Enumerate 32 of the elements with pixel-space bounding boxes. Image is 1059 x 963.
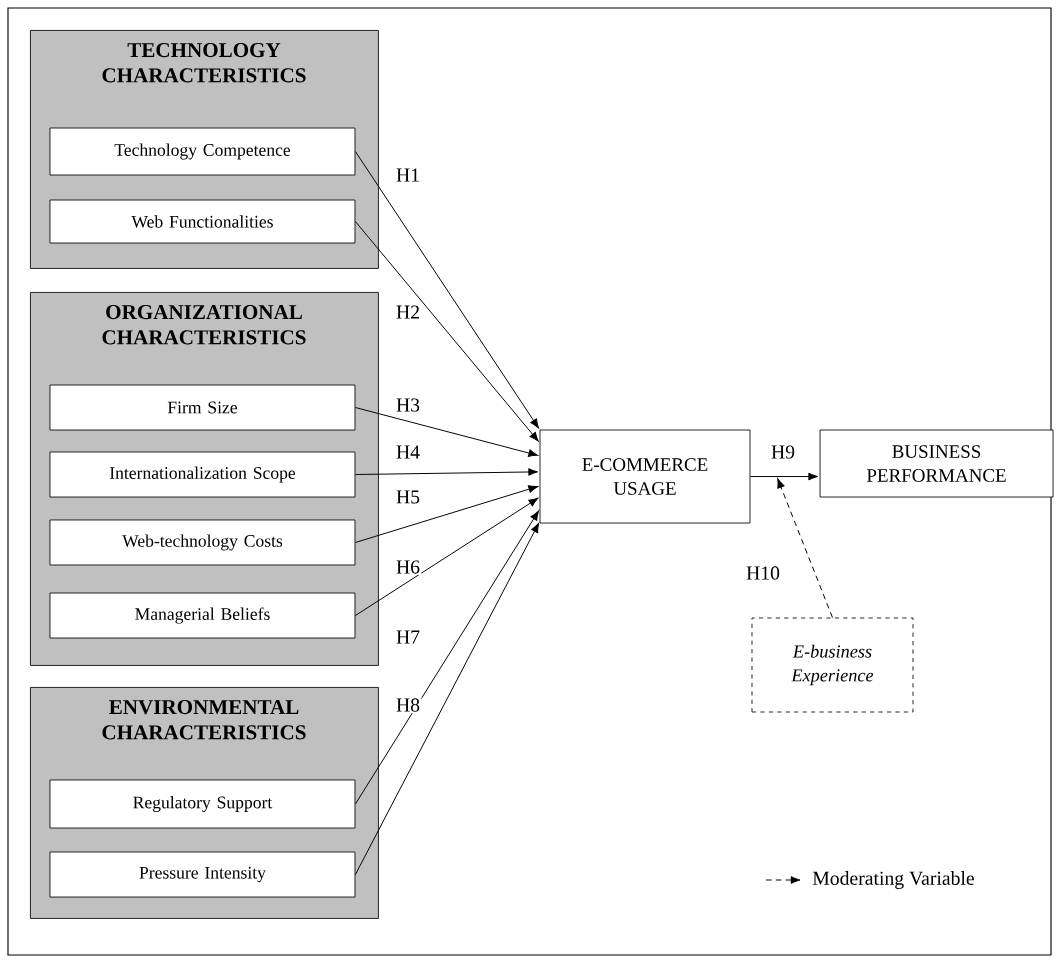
arrow <box>354 407 539 457</box>
edge-label: H5 <box>394 489 422 505</box>
edge-label: H4 <box>394 444 422 460</box>
edge-label: H9 <box>769 444 797 460</box>
arrow <box>749 472 819 481</box>
factor-box: Firm Size <box>49 384 356 431</box>
edge-label: H1 <box>394 167 422 183</box>
legend-label: Moderating Variable <box>812 871 974 889</box>
arrow <box>354 485 539 543</box>
edge-label: H3 <box>394 397 422 413</box>
construct-box: BUSINESS PERFORMANCE <box>819 429 1054 498</box>
arrow <box>354 221 539 442</box>
construct-box: E-COMMERCE USAGE <box>539 429 751 524</box>
factor-box: Pressure Intensity <box>49 851 356 898</box>
edge-label: H8 <box>394 696 422 714</box>
arrow <box>777 478 833 619</box>
factor-box: Web-technology Costs <box>49 519 356 566</box>
moderator-box: E-business Experience <box>751 617 914 713</box>
edge-label: H7 <box>394 629 422 645</box>
arrow <box>354 151 539 429</box>
factor-box: Web Functionalities <box>49 199 356 244</box>
arrow <box>354 510 539 805</box>
edge-label: H2 <box>394 304 422 320</box>
factor-box: Regulatory Support <box>49 779 356 829</box>
factor-box: Internationalization Scope <box>49 451 356 498</box>
arrow <box>354 497 539 616</box>
factor-box: Managerial Beliefs <box>49 592 356 639</box>
arrow <box>354 468 539 476</box>
factor-box: Technology Competence <box>49 127 356 176</box>
edge-label: H10 <box>744 564 782 582</box>
arrow <box>354 522 540 875</box>
edge-label: H6 <box>394 559 422 575</box>
